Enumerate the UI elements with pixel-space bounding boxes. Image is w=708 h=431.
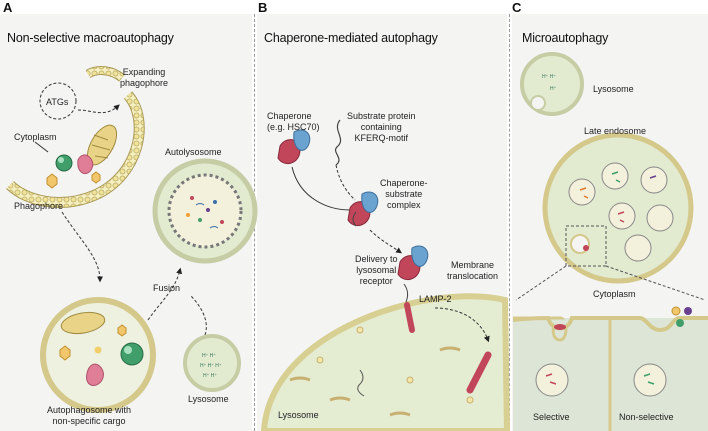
expanding-phagophore — [85, 66, 125, 82]
autolysosome — [152, 158, 258, 264]
label-expanding-phagophore: Expanding phagophore — [120, 67, 169, 88]
label-chaperone: Chaperone (e.g. HSC70) — [267, 111, 320, 132]
late-endosome — [542, 132, 694, 284]
panel-a-letter: A — [3, 0, 13, 15]
mitochondrion-icon — [86, 124, 118, 166]
panel-b-letter: B — [258, 0, 268, 15]
lysosome-a: H⁺ H⁺ H⁺ H⁺ H⁺ H⁺ H⁺ — [183, 334, 241, 392]
arrow-fusion — [147, 267, 183, 321]
label-lysosome-c: Lysosome — [593, 84, 634, 94]
label-late-endosome: Late endosome — [584, 126, 647, 136]
delivered-complex-icon — [397, 245, 429, 303]
zoom-box — [565, 225, 607, 267]
label-fusion: Fusion — [153, 283, 181, 293]
substrate-protein-icon — [334, 119, 342, 166]
label-delivery: Delivery to lysosomal receptor — [355, 254, 398, 286]
panel-b-title: Chaperone-mediated autophagy — [264, 31, 438, 45]
arrow-to-receptor — [369, 229, 402, 254]
lamp2-receptor — [404, 302, 415, 333]
label-selective: Selective — [533, 412, 570, 422]
lysosome-c: H⁺ H⁺ H⁺ — [520, 52, 584, 116]
label-lamp2: LAMP-2 — [419, 294, 452, 304]
label-membrane-translocation: Membrane translocation — [447, 260, 499, 281]
svg-text:H⁺ H⁺: H⁺ H⁺ — [202, 353, 216, 359]
label-complex: Chaperone- substrate complex — [380, 178, 428, 210]
label-autolysosome: Autolysosome — [165, 147, 222, 157]
panel-divider-bc — [509, 14, 510, 431]
chaperone-icon — [277, 129, 311, 165]
label-lysosome-a: Lysosome — [188, 394, 229, 404]
cytoplasm-pointer — [34, 141, 49, 153]
label-non-selective: Non-selective — [619, 412, 674, 422]
label-phagophore: Phagophore — [14, 201, 64, 211]
autophagosome — [40, 297, 156, 413]
svg-text:H⁺ H⁺ H⁺: H⁺ H⁺ H⁺ — [200, 363, 222, 369]
panel-a-title: Non-selective macroautophagy — [7, 31, 174, 45]
microautophagy-zoom — [512, 306, 708, 431]
hexagon-cargo-icon — [46, 173, 58, 189]
svg-text:H⁺: H⁺ — [550, 86, 557, 92]
panel-c-title: Microautophagy — [522, 31, 609, 45]
atg-cycle-arrow — [39, 82, 77, 120]
svg-text:H⁺ H⁺: H⁺ H⁺ — [542, 74, 556, 80]
label-substrate-protein: Substrate protein containing KFERQ-motif — [347, 111, 416, 143]
pink-protein-icon — [77, 154, 94, 175]
arrow-to-autophagosome — [61, 211, 103, 283]
translocated-substrate — [466, 351, 492, 394]
label-autophagosome: Autophagosome with non-specific cargo — [47, 405, 132, 426]
svg-text:H⁺ H⁺: H⁺ H⁺ — [203, 373, 217, 379]
phagophore-membrane — [6, 91, 145, 208]
label-atgs: ATGs — [46, 97, 69, 107]
chaperone-substrate-complex-icon — [347, 191, 379, 227]
arrow-translocation — [434, 307, 490, 343]
panel-c-letter: C — [512, 0, 522, 15]
label-lysosome-b: Lysosome — [278, 410, 319, 420]
arrow-atg — [77, 104, 120, 114]
lysosome-b — [260, 293, 511, 431]
label-cytoplasm-c: Cytoplasm — [593, 289, 636, 299]
label-cytoplasm-a: Cytoplasm — [14, 132, 57, 142]
green-organelle-icon — [55, 154, 73, 172]
